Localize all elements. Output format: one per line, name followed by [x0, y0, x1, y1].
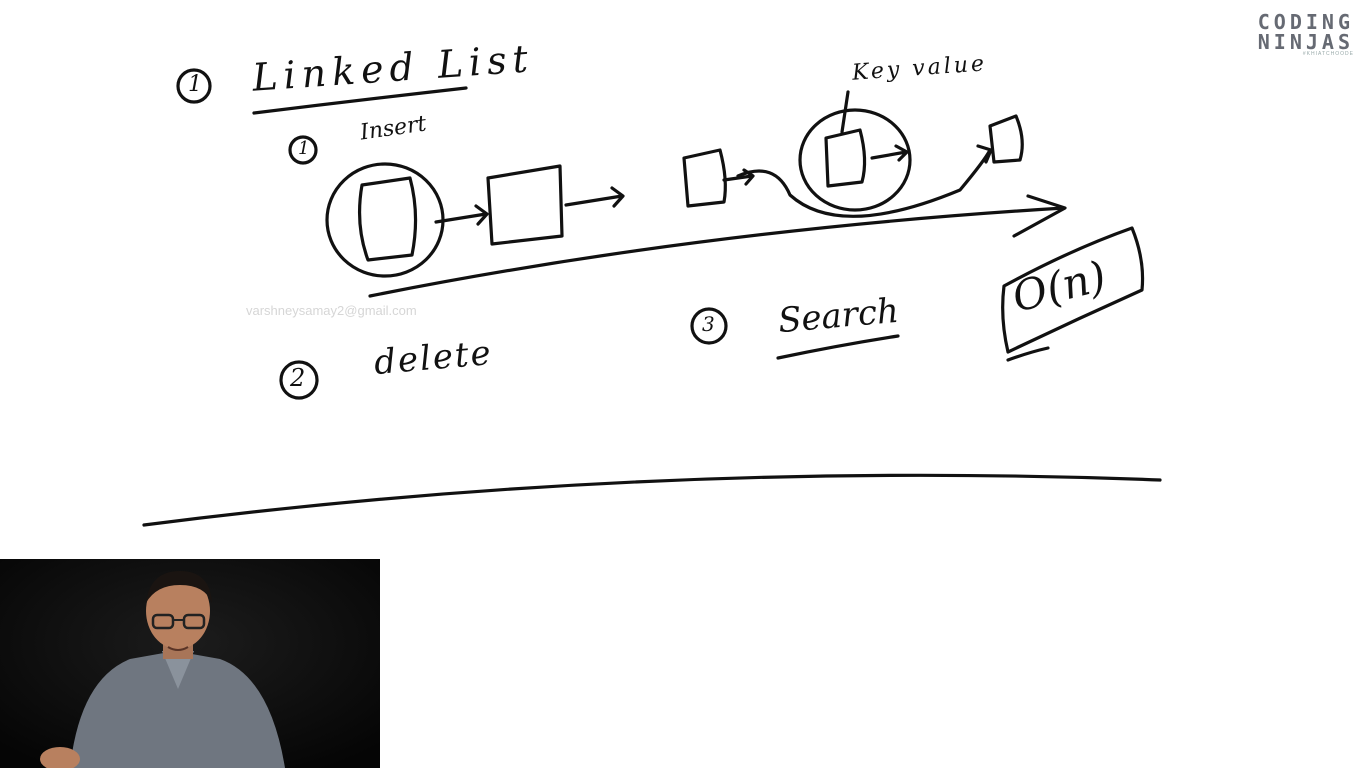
- arrow-1: [434, 204, 489, 226]
- brand-logo: CODING NINJAS #KHIATCHOODE: [1258, 12, 1354, 57]
- circle-number-1: [176, 68, 212, 104]
- brand-tagline: #KHIATCHOODE: [1302, 51, 1354, 57]
- separator-line: [142, 473, 1162, 527]
- brand-line-1: CODING: [1257, 10, 1354, 34]
- email-watermark: varshneysamay2@gmail.com: [246, 303, 417, 318]
- circle-number-2: [279, 360, 319, 400]
- arrow-2: [564, 186, 625, 208]
- presenter-figure: [0, 559, 380, 768]
- arrow-4: [870, 144, 909, 162]
- number-1-label: 1: [188, 72, 202, 97]
- node-box-5: [988, 114, 1024, 164]
- traversal-arrow: [368, 194, 1067, 298]
- node-circle-4: [798, 108, 912, 212]
- key-pointer: [840, 90, 850, 134]
- brand-line-2: NINJAS: [1257, 30, 1354, 54]
- complexity-box: [1001, 226, 1145, 354]
- number-3-label: 3: [702, 312, 715, 336]
- search-underline: [776, 334, 900, 360]
- instructor-video: [0, 559, 380, 768]
- circle-number-1-sub: [288, 135, 318, 165]
- circle-number-3: [690, 307, 728, 345]
- number-1-sub-label: 1: [298, 138, 310, 159]
- node-box-2: [486, 164, 564, 246]
- node-box-1: [357, 176, 418, 262]
- node-box-3: [682, 148, 727, 208]
- complexity-underline: [1006, 346, 1050, 362]
- bypass-curve: [736, 144, 993, 218]
- number-2-label: 2: [290, 364, 306, 392]
- heading-underline: [252, 86, 468, 115]
- node-box-4: [824, 128, 867, 188]
